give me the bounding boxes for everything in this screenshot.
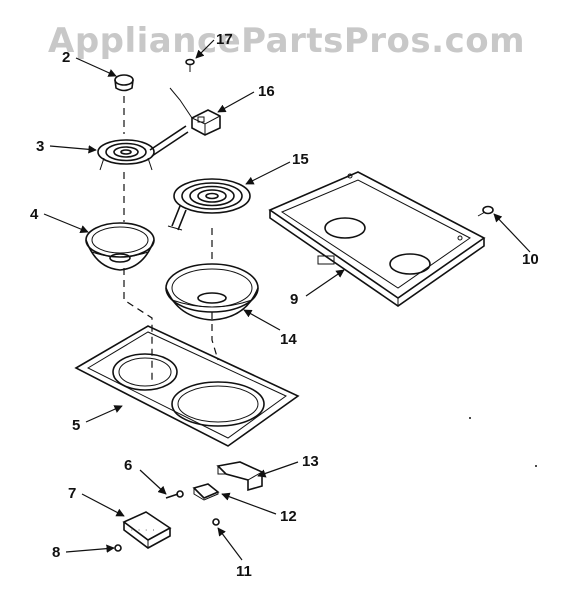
watermark: AppliancePartsPros.com: [48, 21, 525, 61]
part-3-small-element: [97, 125, 189, 171]
callout-16: 16: [258, 83, 275, 100]
part-11-screw: [212, 518, 220, 526]
part-17-screw: [185, 58, 195, 72]
leader-lines: [43, 39, 531, 561]
callout-12: 12: [280, 508, 297, 525]
alignment-line-left: [123, 96, 153, 380]
part-16-receptacle: [169, 87, 221, 136]
callout-14: 14: [280, 331, 297, 348]
callout-8: 8: [52, 544, 60, 561]
callout-2: 2: [62, 49, 70, 66]
callout-7: 7: [68, 485, 76, 502]
callout-labels: 2 3 4 5 6 7 8 9 10 11 12 13 14 15 16 17: [30, 31, 539, 580]
part-4-small-drip-bowl: [85, 222, 155, 271]
part-7-terminal-block: · · · ·: [122, 511, 172, 549]
callout-13: 13: [302, 453, 319, 470]
callout-15: 15: [292, 151, 309, 168]
part-15-large-element: [167, 178, 251, 231]
alignment-line-right: [211, 228, 219, 361]
part-13-bracket: [216, 461, 263, 492]
part-14-large-drip-bowl: [165, 263, 259, 321]
part-6-screw: [165, 490, 184, 499]
part-9-burner-box: [268, 171, 486, 307]
part-2-knob: [114, 74, 134, 92]
part-10-screw: [477, 205, 494, 217]
callout-4: 4: [30, 206, 39, 223]
svg-text:· · · ·: · · · ·: [130, 527, 155, 534]
speck: [535, 465, 537, 467]
part-5-top-panel: [74, 325, 300, 447]
callout-9: 9: [290, 291, 298, 308]
callout-11: 11: [236, 563, 252, 580]
callout-3: 3: [36, 138, 44, 155]
callout-6: 6: [124, 457, 132, 474]
callout-17: 17: [216, 31, 233, 48]
part-12-cover: [192, 483, 220, 501]
speck: [469, 417, 471, 419]
part-8-screw: [114, 544, 122, 552]
callout-5: 5: [72, 417, 80, 434]
callout-10: 10: [522, 251, 539, 268]
